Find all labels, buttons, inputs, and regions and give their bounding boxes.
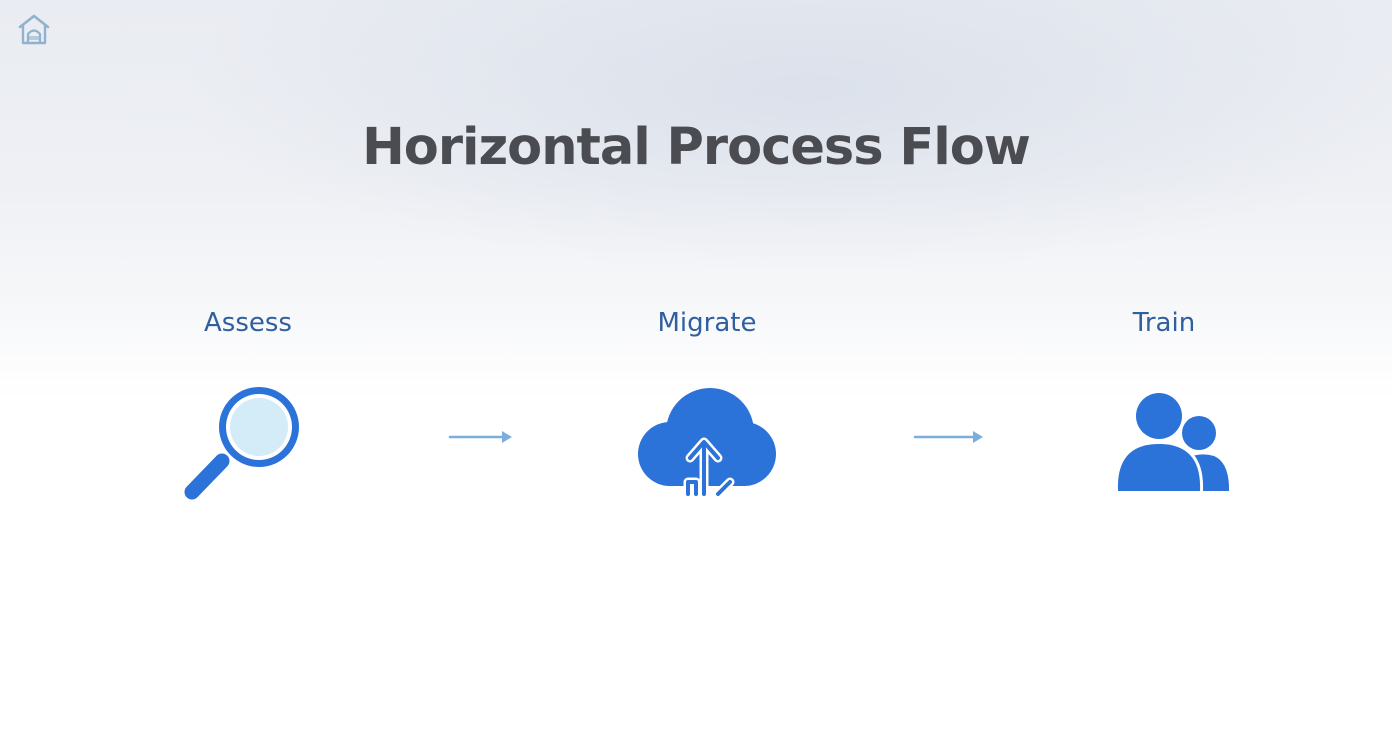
page-title: Horizontal Process Flow xyxy=(362,118,1031,177)
arrow-right-icon xyxy=(913,431,983,443)
cloud-upload-icon xyxy=(638,388,776,499)
step-label-migrate: Migrate xyxy=(657,308,757,338)
step-label-assess: Assess xyxy=(204,308,292,338)
arrow-right-icon xyxy=(448,431,512,443)
users-icon xyxy=(1114,393,1229,494)
step-label-train: Train xyxy=(1132,308,1196,338)
house-logo-icon xyxy=(18,14,50,45)
magnifier-icon xyxy=(184,387,299,500)
